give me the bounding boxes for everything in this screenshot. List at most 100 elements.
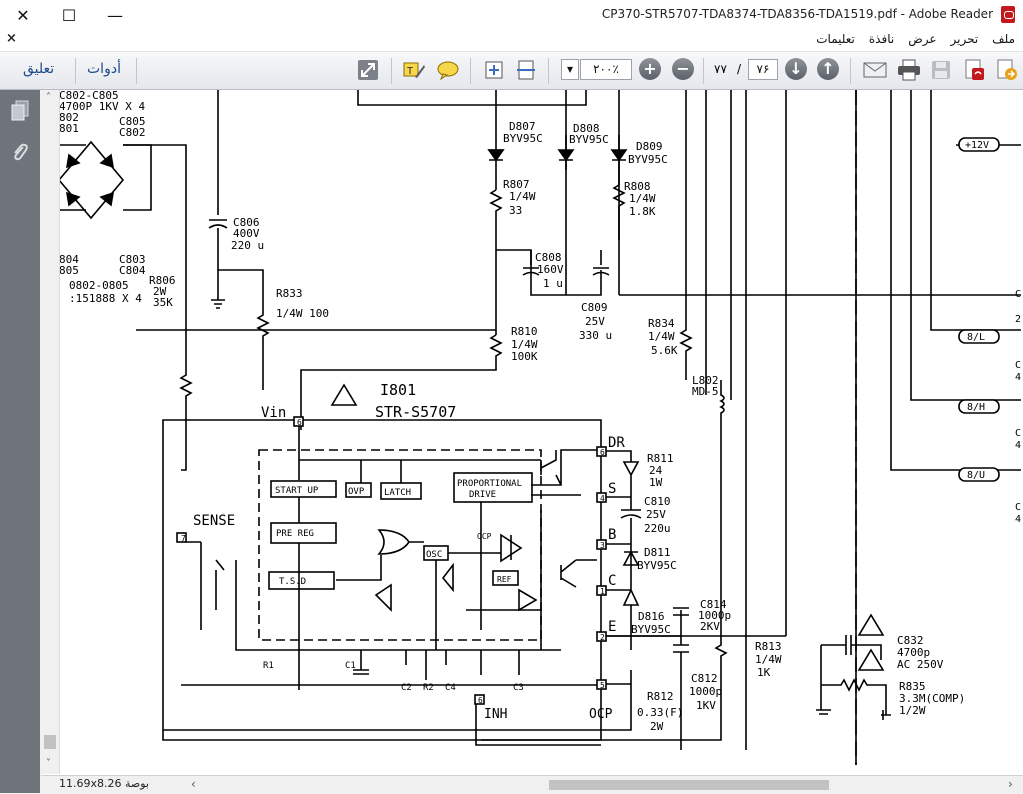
label-c802-c805: C802-C805 <box>59 90 119 102</box>
ic-inh-label: INH <box>484 707 507 722</box>
floppy-disk-icon <box>932 61 950 79</box>
label-0802-0805: 0802-0805 <box>69 279 129 292</box>
svg-text:C806: C806 <box>233 216 260 229</box>
save-button[interactable] <box>928 57 954 83</box>
svg-text:4700p: 4700p <box>897 646 930 659</box>
svg-text:R812: R812 <box>647 690 674 703</box>
menu-help[interactable]: تعليمات <box>816 32 855 46</box>
svg-text:400V: 400V <box>233 227 260 240</box>
menu-bar: × ملف تحرير عرض نافذة تعليمات <box>0 30 1023 52</box>
scroll-right-icon[interactable]: › <box>1008 777 1013 791</box>
label-804: 804 <box>59 253 79 266</box>
svg-text:7: 7 <box>181 534 186 543</box>
zoom-in-button[interactable]: + <box>639 58 661 80</box>
maximize-window-button[interactable]: ☐ <box>46 0 92 30</box>
label-802: 802 <box>59 111 79 124</box>
svg-text:4: 4 <box>1015 372 1021 383</box>
pin-s: S <box>608 481 616 497</box>
svg-text:D807: D807 <box>509 120 536 133</box>
zoom-dropdown-button[interactable]: ▾ <box>561 59 579 80</box>
svg-text:5.6K: 5.6K <box>651 344 678 357</box>
menu-file[interactable]: ملف <box>992 32 1015 46</box>
svg-text:6: 6 <box>600 448 605 457</box>
vertical-scrollbar[interactable]: ˄ ˅ <box>41 90 60 774</box>
highlight-text-button[interactable]: T <box>401 57 427 83</box>
svg-text:220u: 220u <box>644 522 671 535</box>
menu-window[interactable]: نافذة <box>868 32 895 46</box>
rail-8u: 8/U <box>967 470 985 481</box>
scroll-down-icon[interactable]: ˅ <box>46 758 51 769</box>
svg-text:1.8K: 1.8K <box>629 205 656 218</box>
tools-pane-button[interactable]: أدوات <box>87 61 121 77</box>
svg-text:1/4W: 1/4W <box>755 653 782 666</box>
comment-pane-button[interactable]: تعليق <box>23 61 55 77</box>
zoom-out-button[interactable]: − <box>672 58 694 80</box>
previous-page-button[interactable]: ↑ <box>817 58 839 80</box>
svg-text:1K: 1K <box>757 666 771 679</box>
svg-text:AC 250V: AC 250V <box>897 658 944 671</box>
svg-text:C2: C2 <box>401 683 412 693</box>
svg-text:LATCH: LATCH <box>384 488 411 498</box>
svg-text:100K: 100K <box>511 350 538 363</box>
create-pdf-button[interactable] <box>962 57 988 83</box>
adobe-pdf-icon <box>1001 6 1015 23</box>
toolbar-divider <box>703 58 704 84</box>
window-title: CP370-STR5707-TDA8374-TDA8356-TDA1519.pd… <box>601 7 993 21</box>
bridge-rectifier <box>53 140 187 360</box>
fit-page-icon <box>485 61 503 79</box>
pin-c: C <box>608 573 616 589</box>
zoom-input[interactable]: ۲۰۰٪ <box>580 59 632 80</box>
toolbar-divider <box>136 58 137 84</box>
close-icon: ✕ <box>16 5 30 25</box>
svg-text:OVP: OVP <box>348 487 365 497</box>
fit-width-button[interactable] <box>513 57 539 83</box>
vertical-scroll-thumb[interactable] <box>44 735 56 749</box>
close-window-button[interactable]: ✕ <box>0 0 46 30</box>
svg-text:D809: D809 <box>636 140 663 153</box>
sticky-note-button[interactable] <box>435 57 461 83</box>
page-number-input[interactable]: ۷۶ <box>748 59 778 80</box>
circuit-schematic: C802-C805 4700P 1KV X 4 802 801 C805 C80… <box>53 90 1021 765</box>
fit-page-button[interactable] <box>481 57 507 83</box>
svg-text:3.3M(COMP): 3.3M(COMP) <box>899 692 965 705</box>
svg-text:C1: C1 <box>345 661 356 671</box>
scroll-up-icon[interactable]: ˄ <box>46 92 51 103</box>
label-c802: C802 <box>119 126 146 139</box>
svg-text:33: 33 <box>509 204 522 217</box>
label-c804: C804 <box>119 264 146 277</box>
attachments-button[interactable] <box>9 142 31 164</box>
svg-text:C4: C4 <box>445 683 456 693</box>
scroll-left-icon[interactable]: ‹ <box>191 777 196 791</box>
svg-text:1000p: 1000p <box>689 685 722 698</box>
svg-text:C: C <box>1015 289 1021 300</box>
share-pdf-button[interactable] <box>994 57 1020 83</box>
document-view[interactable]: C802-C805 4700P 1KV X 4 802 801 C805 C80… <box>41 90 1023 793</box>
next-page-button[interactable]: ↓ <box>785 58 807 80</box>
read-mode-button[interactable] <box>355 57 381 83</box>
expand-icon <box>358 60 378 80</box>
svg-text:0.33(F): 0.33(F) <box>637 706 683 719</box>
horizontal-scroll-thumb[interactable] <box>549 780 829 790</box>
svg-text:1/4W: 1/4W <box>511 338 538 351</box>
minus-icon: − <box>676 59 690 78</box>
ic-sense-label: SENSE <box>193 513 235 529</box>
page-thumbnails-button[interactable] <box>9 100 31 122</box>
svg-text:D808: D808 <box>573 122 600 135</box>
svg-text:1 u: 1 u <box>543 277 563 290</box>
menu-view[interactable]: عرض <box>908 32 937 46</box>
svg-text:2W: 2W <box>153 285 167 298</box>
svg-text:OCP: OCP <box>477 532 492 541</box>
print-button[interactable] <box>896 57 922 83</box>
svg-text:C: C <box>1015 502 1021 513</box>
page-separator: / <box>737 62 742 76</box>
menu-edit[interactable]: تحرير <box>950 32 979 46</box>
close-document-button[interactable]: × <box>6 31 17 46</box>
minimize-window-button[interactable]: — <box>92 0 138 30</box>
pin-e: E <box>608 619 616 635</box>
fit-width-icon <box>517 60 535 80</box>
svg-text:6: 6 <box>478 696 483 705</box>
minimize-icon: — <box>107 5 123 25</box>
printer-icon <box>898 59 920 81</box>
svg-text:1/4W: 1/4W <box>648 330 675 343</box>
email-button[interactable] <box>862 57 888 83</box>
